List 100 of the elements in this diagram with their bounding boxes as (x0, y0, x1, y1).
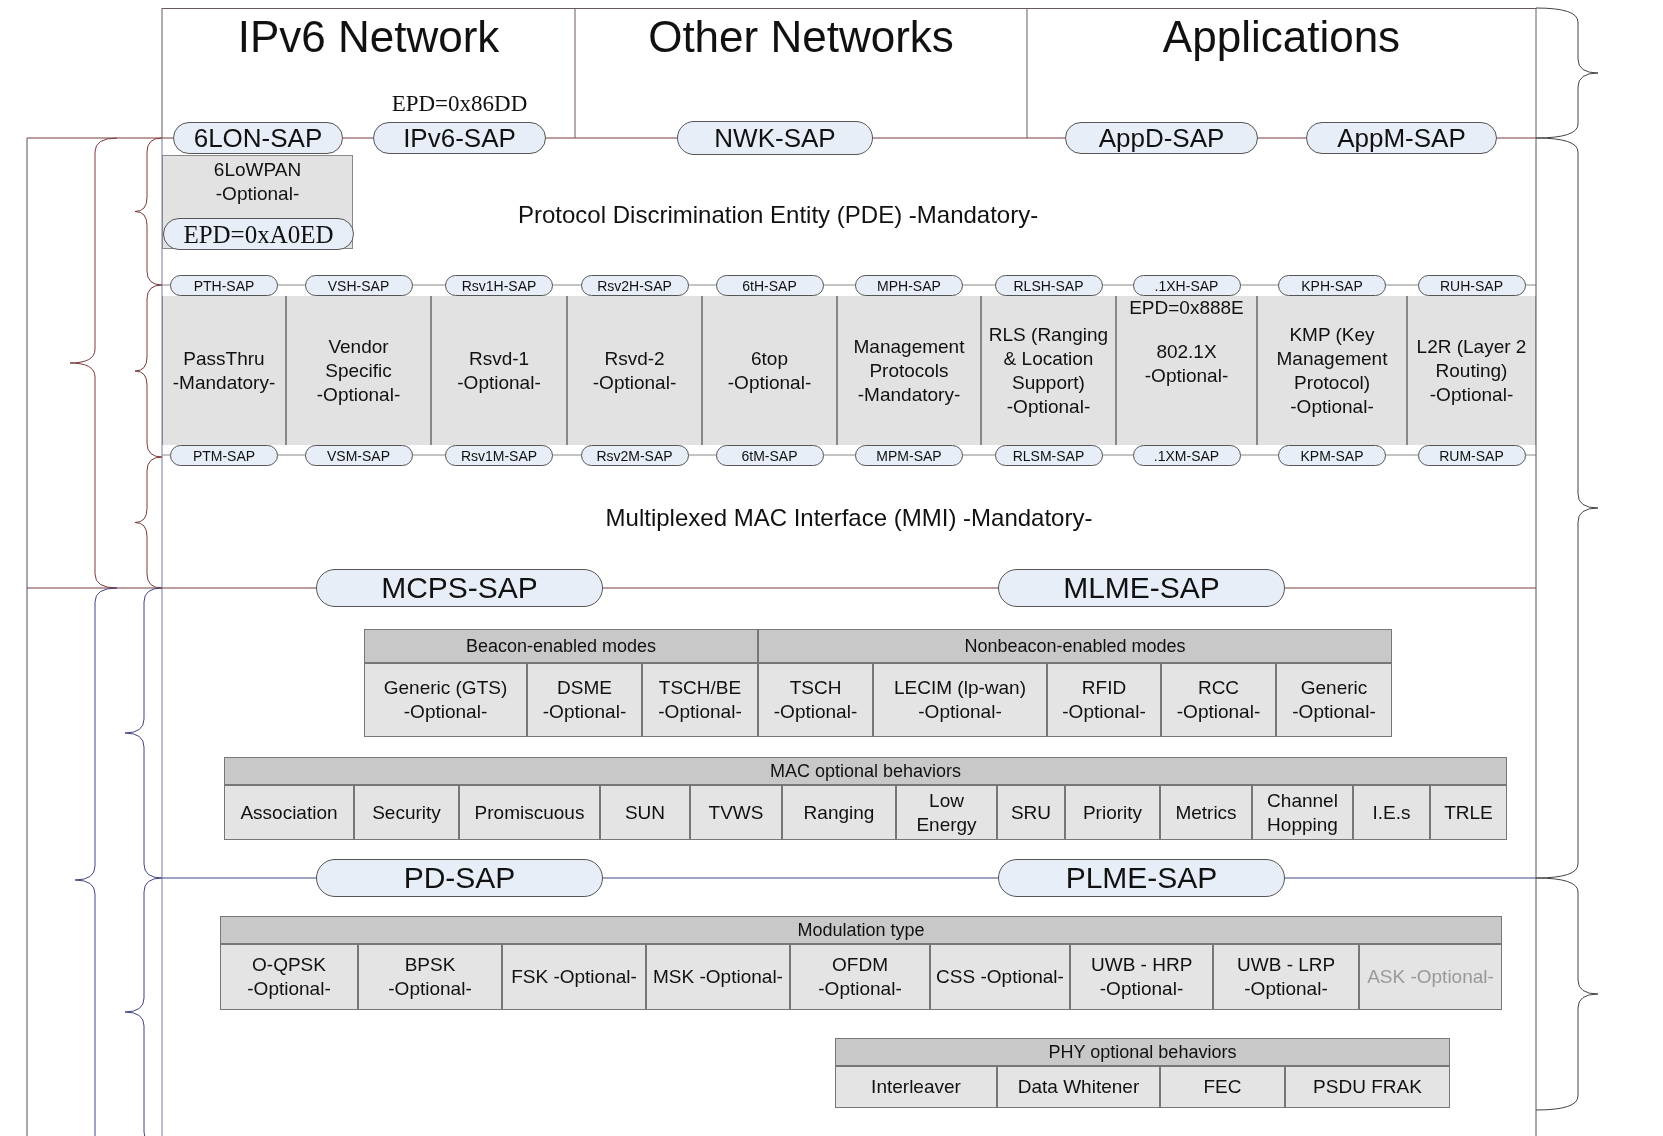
cell-label: Generic (GTS) -Optional- (382, 676, 509, 724)
cell-label: RFID -Optional- (1061, 676, 1147, 724)
module-label: KMP (Key Management Protocol) -Optional- (1275, 322, 1389, 419)
cell-label: Promiscuous (474, 800, 585, 825)
sap-label: KPH-SAP (1301, 278, 1363, 293)
sap-pill (677, 121, 873, 155)
table-cell (997, 785, 1065, 840)
cell-label: SRU (1010, 800, 1052, 825)
module-label: Management Protocols -Mandatory- (852, 334, 966, 407)
sap-pill (373, 122, 546, 154)
table-cell (502, 944, 646, 1010)
cell-label: Association (240, 800, 338, 825)
sap-label: RLSM-SAP (1012, 448, 1085, 463)
cell-label: Interleaver (871, 1075, 961, 1099)
cell-label: TSCH/BE -Optional- (657, 676, 743, 724)
table-cell (1160, 1066, 1285, 1108)
cell-label: OFDM -Optional- (817, 953, 903, 1001)
sap-pill (316, 569, 603, 607)
sap-label: .1XM-SAP (1153, 448, 1220, 463)
sap-pill (1132, 275, 1241, 296)
sap-pill (445, 445, 553, 466)
sap-label: 6tM-SAP (741, 448, 798, 463)
cell-label: MSK -Optional- (653, 965, 783, 989)
table-cell (835, 1066, 997, 1108)
table-cell (1430, 785, 1507, 840)
sap-pill (715, 445, 824, 466)
sap-pill (304, 445, 413, 466)
table-cell (1252, 785, 1353, 840)
table-header (224, 757, 1507, 785)
sap-pill (998, 859, 1285, 897)
protocol-module-box (431, 296, 567, 445)
sap-label: AppD-SAP (1098, 125, 1225, 151)
table-header (364, 629, 758, 663)
table-header (758, 629, 1392, 663)
cell-label: UWB - LRP -Optional- (1236, 953, 1336, 1001)
cell-label: Metrics (1175, 800, 1237, 825)
module-label: Rsvd-2 -Optional- (591, 346, 678, 395)
table-cell (600, 785, 690, 840)
sap-label: .1XH-SAP (1154, 278, 1219, 293)
sap-pill (163, 218, 354, 250)
layer-label: Protocol Discrimination Entity (PDE) -Mandatory- (518, 200, 1039, 230)
table-cell (354, 785, 459, 840)
header-label: Modulation type (797, 921, 925, 939)
table-cell (1276, 663, 1392, 737)
cell-label: FSK -Optional- (511, 965, 637, 989)
table-cell (646, 944, 790, 1010)
cell-label: FEC (1203, 1075, 1242, 1099)
table-cell (782, 785, 896, 840)
cell-label: LECIM (lp-wan) -Optional- (893, 676, 1027, 724)
protocol-module-box (1116, 296, 1257, 445)
cell-label: SUN (624, 800, 666, 825)
cell-label: UWB - HRP -Optional- (1090, 953, 1193, 1001)
sap-label: MPH-SAP (877, 278, 941, 293)
sap-pill (580, 445, 689, 466)
sap-pill (994, 275, 1103, 296)
sap-label: AppM-SAP (1337, 125, 1466, 151)
epd-label: EPD=0x888E (1129, 296, 1244, 320)
sap-label: KPM-SAP (1300, 448, 1364, 463)
table-cell (997, 1066, 1160, 1108)
table-cell (1359, 944, 1502, 1010)
cell-label: Generic -Optional- (1291, 676, 1377, 724)
cell-label: TVWS (708, 800, 764, 825)
cell-label: Data Whitener (1017, 1075, 1140, 1099)
sap-label: RUM-SAP (1439, 448, 1504, 463)
module-label: Rsvd-1 -Optional- (456, 346, 542, 395)
sap-pill (1278, 445, 1386, 466)
section-title: Other Networks (648, 15, 954, 59)
protocol-module-box (981, 296, 1116, 445)
module-label: 6top -Optional- (726, 346, 813, 395)
epd-label: EPD=0x86DD (390, 92, 529, 115)
protocol-module-box (702, 296, 837, 445)
table-cell (1213, 944, 1359, 1010)
module-label: RLS (Ranging & Location Support) -Optional- (988, 322, 1109, 419)
sap-pill (173, 122, 343, 154)
sap-pill (1417, 445, 1526, 466)
table-cell (1070, 944, 1213, 1010)
sap-label: 6tH-SAP (742, 278, 797, 293)
sap-pill (316, 859, 603, 897)
sap-label: NWK-SAP (714, 125, 836, 151)
sap-label: Rsv2M-SAP (596, 448, 673, 463)
sap-pill (855, 445, 963, 466)
sap-label: Rsv2H-SAP (597, 278, 672, 293)
sap-pill (304, 275, 413, 296)
table-cell (790, 944, 930, 1010)
sap-label: MCPS-SAP (381, 573, 538, 603)
sap-pill (994, 445, 1103, 466)
sap-pill (1417, 275, 1526, 296)
protocol-module-box (162, 296, 286, 445)
sap-pill (580, 275, 689, 296)
module-label: 802.1X -Optional- (1143, 340, 1230, 388)
sap-pill (715, 275, 824, 296)
sap-label: RUH-SAP (1440, 278, 1503, 293)
table-cell (690, 785, 782, 840)
table-cell (642, 663, 758, 737)
protocol-module-box (567, 296, 702, 445)
protocol-module-box (1407, 296, 1536, 445)
cell-label: Channel Hopping (1266, 788, 1339, 837)
table-cell (1065, 785, 1160, 840)
cell-label: Ranging (803, 800, 875, 825)
sap-pill (445, 275, 553, 296)
